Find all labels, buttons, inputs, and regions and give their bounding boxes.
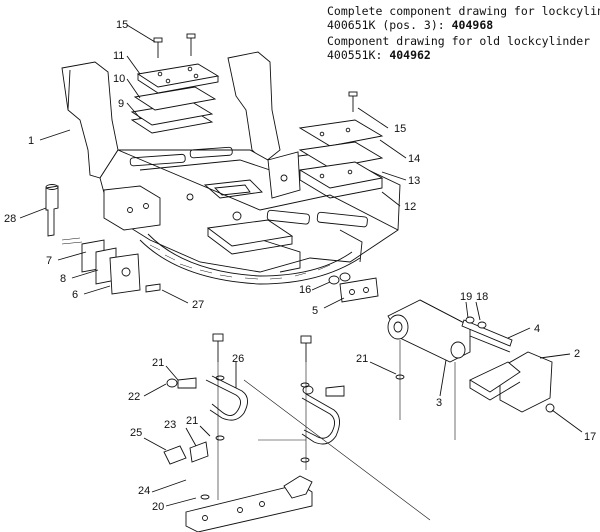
callout-21b: 21 [186, 415, 198, 427]
hydraulic-piping [163, 333, 456, 532]
callout-9: 9 [118, 98, 124, 110]
callout-2: 2 [574, 348, 580, 360]
callout-7: 7 [46, 255, 52, 267]
callout-leaders [19, 24, 583, 507]
callout-24-25: 25 [130, 427, 142, 439]
callout-13: 13 [408, 175, 420, 187]
callout-21c: 21 [356, 353, 368, 365]
wear-plate-stack-right [267, 91, 384, 199]
lock-cylinder-assembly [387, 299, 555, 413]
king-pin [45, 184, 59, 237]
callout-12: 12 [404, 201, 416, 213]
wear-plate-stack-upper [130, 33, 220, 134]
callout-15a: 15 [116, 19, 128, 31]
callout-5: 5 [312, 305, 318, 317]
header-line-1: Complete component drawing for lockcylin… [327, 4, 600, 18]
callout-18: 18 [476, 291, 488, 303]
header-line-2: 400651K (pos. 3): 404968 [327, 18, 494, 32]
callout-23: 23 [164, 419, 176, 431]
callout-26: 26 [232, 353, 244, 365]
callout-numbers: 1 2 3 4 5 6 7 8 9 10 11 12 13 14 15 15 1… [4, 19, 596, 513]
header-line-4: 400551K: 404962 [327, 48, 431, 62]
callout-4: 4 [534, 323, 540, 335]
callout-24: 24 [138, 485, 150, 497]
callout-28: 28 [4, 213, 16, 225]
callout-20: 20 [152, 501, 164, 513]
callout-11: 11 [113, 50, 124, 62]
lock-jaw-parts [61, 237, 161, 295]
callout-27: 27 [192, 299, 204, 311]
callout-19: 19 [460, 291, 472, 303]
callout-10: 10 [113, 73, 125, 85]
callout-14: 14 [408, 153, 420, 165]
callout-21a: 21 [152, 357, 164, 369]
callout-22: 22 [128, 391, 140, 403]
callout-15b: 15 [394, 123, 406, 135]
callout-1: 1 [28, 135, 34, 147]
callout-17: 17 [584, 431, 596, 443]
callout-8: 8 [60, 273, 66, 285]
callout-16: 16 [299, 284, 311, 296]
plate-and-bushes [328, 272, 379, 303]
callout-3: 3 [436, 397, 442, 409]
header-line-3: Component drawing for old lockcylinder [327, 34, 591, 48]
callout-6: 6 [72, 289, 78, 301]
